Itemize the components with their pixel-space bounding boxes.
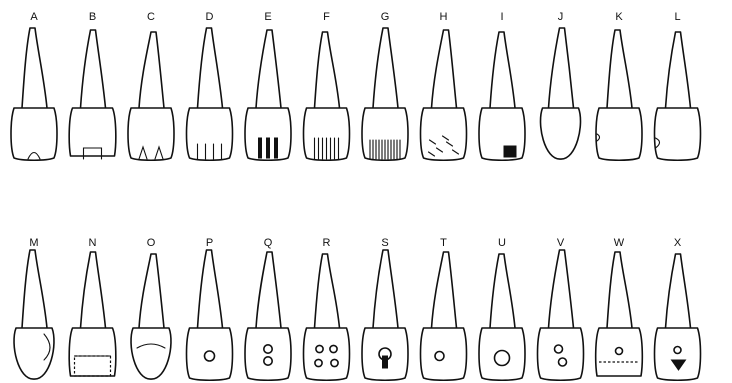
tooth-root: [198, 28, 223, 108]
tooth-root: [666, 32, 691, 108]
tooth-k: K: [596, 11, 642, 160]
tooth-h: H: [421, 11, 467, 160]
tooth-root: [81, 252, 106, 328]
tooth-label: T: [440, 237, 447, 249]
tooth-root: [432, 30, 457, 108]
tooth-root: [198, 250, 223, 328]
top-row: A B C D E F G H I J K L: [11, 11, 701, 160]
tooth-l: L: [655, 11, 701, 160]
tooth-e: E: [245, 11, 291, 160]
tooth-label: N: [89, 237, 97, 249]
tooth-label: U: [498, 237, 506, 249]
tooth-f: F: [304, 11, 350, 160]
tooth-root: [256, 30, 281, 108]
tooth-crown: [14, 328, 54, 379]
tooth-root: [607, 30, 632, 108]
tooth-t: T: [421, 237, 467, 380]
tooth-c: C: [128, 11, 174, 160]
tooth-n: N: [69, 237, 116, 376]
tooth-a: A: [11, 11, 57, 160]
tooth-root: [139, 254, 164, 328]
tooth-label: J: [558, 11, 564, 23]
tooth-i: I: [479, 11, 525, 160]
tooth-root: [549, 250, 574, 328]
tooth-p: P: [187, 237, 233, 380]
tooth-label: P: [206, 237, 213, 249]
tooth-v: V: [538, 237, 584, 380]
tooth-label: V: [557, 237, 565, 249]
tooth-b: B: [69, 11, 116, 159]
tooth-j: J: [541, 11, 581, 159]
tooth-root: [490, 254, 515, 328]
tooth-label: G: [381, 11, 390, 23]
tooth-m: M: [14, 237, 54, 379]
tooth-label: L: [674, 11, 680, 23]
tooth-label: Q: [264, 237, 273, 249]
tooth-label: S: [381, 237, 388, 249]
tooth-s: S: [362, 237, 408, 380]
tooth-label: R: [323, 237, 331, 249]
tooth-crown: [538, 328, 584, 380]
tooth-root: [315, 254, 340, 328]
tooth-crown: [421, 108, 467, 160]
tooth-crown: [541, 108, 581, 159]
bottom-row: M N O P Q R S T U V W X: [14, 237, 700, 380]
tooth-root: [432, 252, 457, 328]
tooth-label: C: [147, 11, 155, 23]
tooth-g: G: [362, 11, 408, 160]
tooth-q: Q: [245, 237, 291, 380]
tooth-root: [549, 28, 574, 108]
tooth-root: [256, 252, 281, 328]
tooth-w: W: [596, 237, 643, 376]
tooth-crown: [245, 328, 291, 380]
tooth-crown: [479, 108, 525, 160]
tooth-crown: [655, 108, 701, 160]
tooth-x: X: [655, 237, 701, 380]
tooth-label: K: [615, 11, 623, 23]
tooth-label: X: [674, 237, 682, 249]
tooth-label: W: [614, 237, 625, 249]
tooth-label: H: [440, 11, 448, 23]
tooth-label: A: [30, 11, 38, 23]
tooth-crown: [128, 108, 174, 160]
tooth-label: D: [206, 11, 214, 23]
tooth-label: O: [147, 237, 156, 249]
tooth-crown: [187, 108, 233, 160]
tooth-root: [81, 30, 106, 108]
tooth-u: U: [479, 237, 525, 380]
tooth-d: D: [187, 11, 233, 160]
tooth-label: F: [323, 11, 330, 23]
tooth-crown: [304, 328, 350, 380]
tooth-root: [22, 28, 47, 108]
tooth-root: [373, 250, 398, 328]
tooth-root: [666, 254, 691, 328]
tooth-label: I: [500, 11, 503, 23]
tooth-label: E: [264, 11, 271, 23]
tooth-root: [315, 32, 340, 108]
tooth-crown: [596, 108, 642, 160]
tooth-root: [490, 32, 515, 108]
tooth-label: M: [29, 237, 38, 249]
tooth-root: [22, 250, 47, 328]
tooth-label: B: [89, 11, 96, 23]
tooth-root: [607, 252, 632, 328]
tooth-r: R: [304, 237, 350, 380]
tooth-o: O: [131, 237, 171, 379]
tooth-root: [373, 28, 398, 108]
tooth-crown: [69, 108, 116, 156]
tooth-root: [139, 32, 164, 108]
tooth-crown: [69, 328, 116, 376]
tooth-crown: [131, 328, 171, 379]
